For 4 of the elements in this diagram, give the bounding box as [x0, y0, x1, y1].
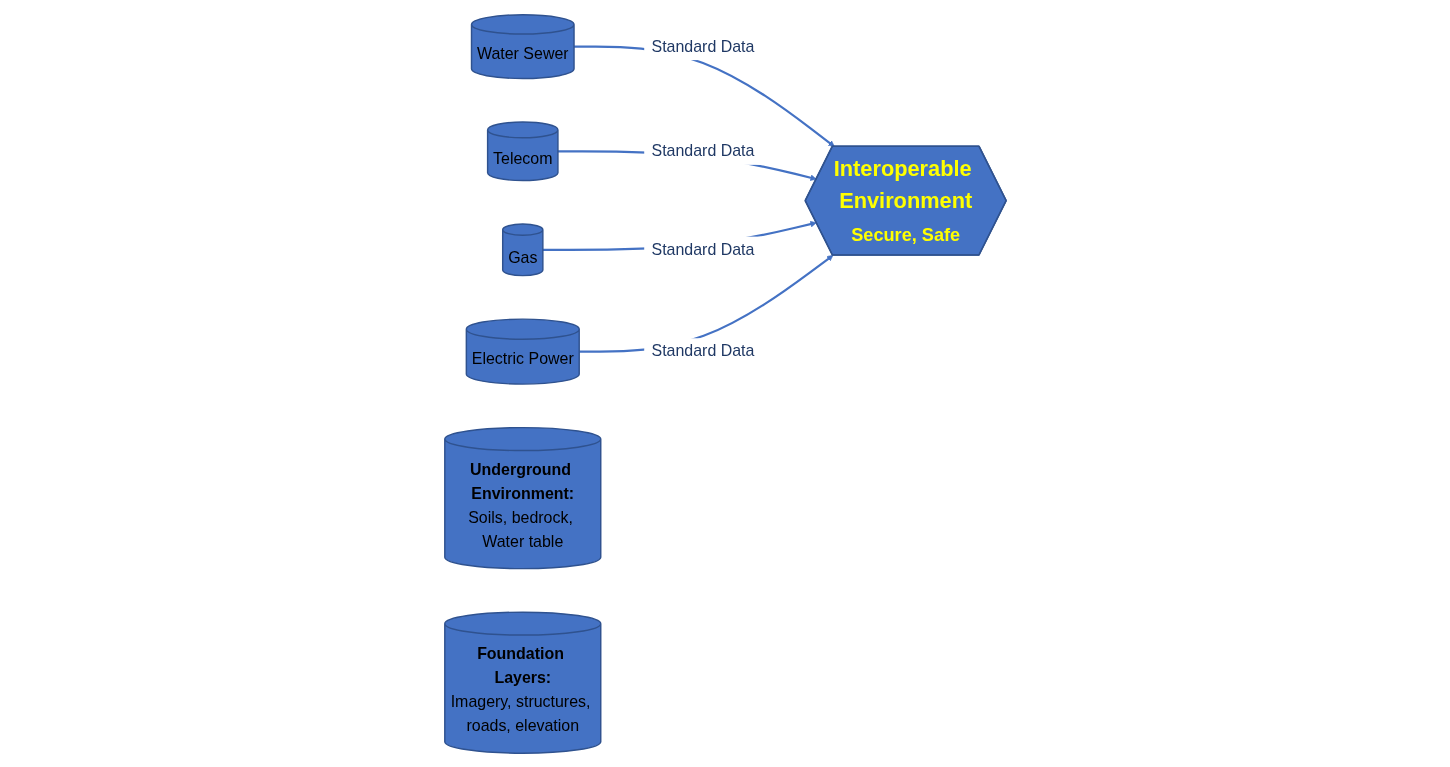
- edge-label: Standard Data: [651, 239, 754, 258]
- edge-label: Standard Data: [651, 141, 754, 160]
- edge-label: Standard Data: [651, 341, 754, 360]
- edge-label: Standard Data: [651, 36, 754, 55]
